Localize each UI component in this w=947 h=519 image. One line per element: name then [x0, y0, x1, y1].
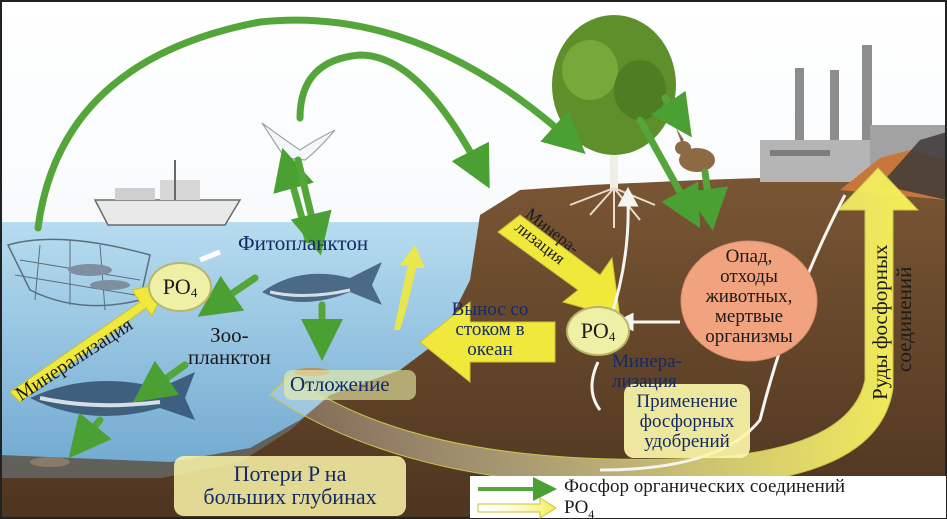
runoff-line1: Вынос со [448, 300, 532, 320]
mineralization-bottom-line2: лизация [612, 372, 682, 392]
mineralization-bottom-label: Минера- лизация [612, 352, 682, 392]
po4-land-text: PO [581, 318, 609, 344]
ores-line1: Руды фосфорных [868, 244, 892, 400]
litter-label: Опад, отходы животных, мертвые организмы [683, 247, 815, 347]
legend-po4-text: PO [564, 497, 588, 518]
mineralization-bottom-line1: Минера- [612, 352, 682, 372]
zooplankton-line2: планктон [188, 346, 271, 368]
legend-organic-label: Фосфор органических соединений [564, 477, 845, 497]
runoff-line3: океан [448, 340, 532, 360]
litter-line2: отходы [683, 267, 815, 287]
runoff-label: Вынос со стоком в океан [448, 300, 532, 360]
loss-line1: Потери P на [182, 462, 398, 485]
fertilizer-line1: Применение [626, 392, 748, 412]
runoff-line2: стоком в [448, 320, 532, 340]
ores-label: Руды фосфорных соединений [868, 244, 916, 400]
legend-po4-subscript: 4 [588, 507, 594, 519]
fertilizer-label: Применение фосфорных удобрений [626, 392, 748, 452]
litter-line1: Опад, [683, 247, 815, 267]
legend-po4-label: PO4 [564, 498, 594, 519]
loss-line2: больших глубинах [182, 485, 398, 508]
zooplankton-line1: Зоо- [188, 324, 271, 346]
litter-line4: мертвые [683, 307, 815, 327]
fertilizer-line3: удобрений [626, 432, 748, 452]
po4-sea-subscript: 4 [191, 285, 198, 301]
phytoplankton-label: Фитопланктон [238, 232, 368, 254]
sediment-label: Отложение [290, 373, 390, 395]
deep-sediment-icon [30, 457, 70, 467]
po4-land-subscript: 4 [609, 329, 616, 345]
loss-label: Потери P на больших глубинах [182, 462, 398, 508]
po4-sea-text: PO [163, 274, 191, 300]
litter-line5: организмы [683, 327, 815, 347]
zooplankton-label: Зоо- планктон [188, 324, 271, 368]
ores-line2: соединений [892, 244, 916, 400]
fertilizer-line2: фосфорных [626, 412, 748, 432]
litter-line3: животных, [683, 287, 815, 307]
